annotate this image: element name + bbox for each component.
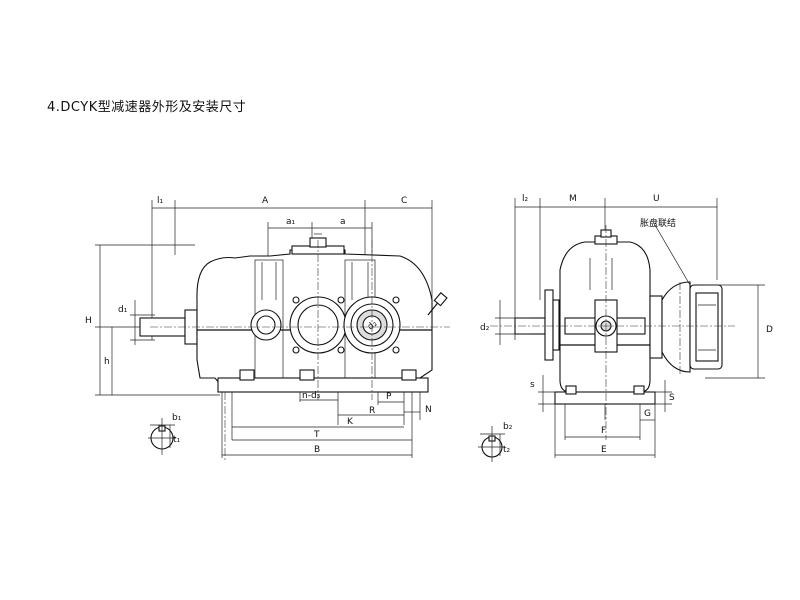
front-view: d₂ [85, 196, 450, 460]
label-a1: a₁ [286, 217, 296, 227]
label-H: H [85, 316, 92, 326]
label-U: U [653, 194, 660, 204]
label-coupling: 胀盘联结 [640, 217, 676, 229]
label-A: A [262, 196, 269, 206]
label-a: a [340, 217, 346, 227]
page-title: 4.DCYK型减速器外形及安装尺寸 [47, 100, 247, 115]
label-l2: l₂ [522, 194, 529, 204]
label-l1: l₁ [157, 196, 164, 206]
label-R: R [369, 406, 375, 416]
label-K: K [347, 417, 354, 427]
label-t2: t₂ [503, 445, 511, 455]
label-b1: b₁ [172, 413, 182, 423]
label-M: M [569, 194, 577, 204]
label-P: P [386, 392, 392, 402]
label-n-d3: n-d₃ [302, 391, 321, 401]
label-N: N [425, 405, 432, 415]
side-view: l₂ M U 胀盘联结 d₂ D s G S F E b₂ t₂ [478, 194, 773, 462]
label-s: s [530, 380, 535, 390]
label-t1: t₁ [173, 435, 181, 445]
label-E: E [601, 445, 607, 455]
label-D: D [766, 325, 773, 335]
label-F: F [601, 426, 606, 436]
label-d2: d₂ [480, 323, 490, 333]
label-G: G [644, 409, 651, 419]
label-S: S [669, 393, 675, 403]
label-T: T [313, 430, 320, 440]
label-C: C [401, 196, 407, 206]
label-d1: d₁ [118, 305, 128, 315]
label-h: h [104, 357, 110, 367]
label-B: B [314, 445, 320, 455]
label-b2: b₂ [503, 422, 513, 432]
